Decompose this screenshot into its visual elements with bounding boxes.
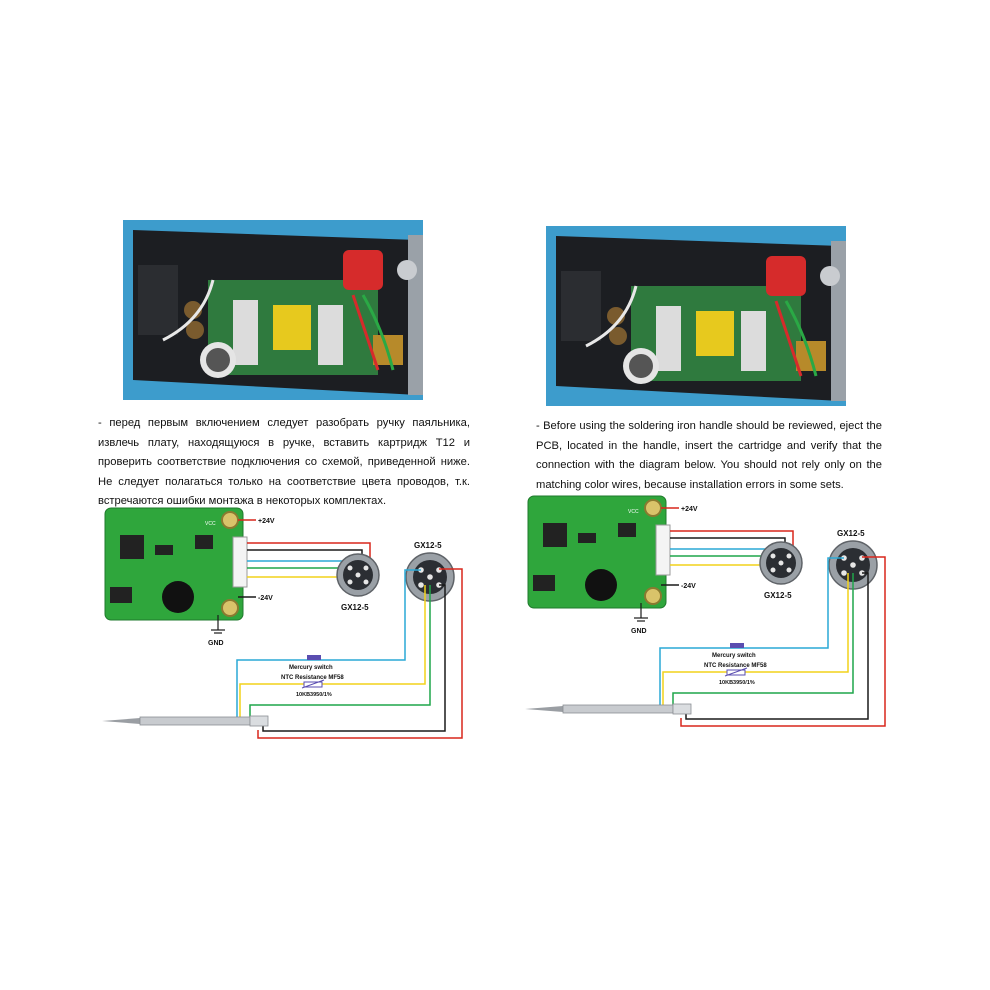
label-mercury-switch: Mercury switch bbox=[712, 653, 756, 659]
label-gnd: GND bbox=[631, 628, 647, 635]
mercury-switch: Mercury switch bbox=[289, 655, 333, 671]
label-connector-small: GX12-5 bbox=[341, 603, 369, 612]
svg-text:VCC: VCC bbox=[628, 509, 639, 515]
label-connector-large: GX12-5 bbox=[837, 529, 865, 538]
label-plus24v: +24V bbox=[258, 518, 275, 525]
station-interior-illustration bbox=[546, 226, 846, 406]
ntc-resistor: NTC Resistance MF58 10KB3950/1% bbox=[281, 675, 344, 698]
wiring-diagram-right: VCC +24V -24V GND GX12-5 bbox=[523, 493, 903, 738]
label-minus24v: -24V bbox=[258, 595, 273, 602]
label-connector-large: GX12-5 bbox=[414, 541, 442, 550]
svg-text:VCC: VCC bbox=[205, 521, 216, 527]
pcb-board: VCC bbox=[104, 507, 248, 621]
wiring-diagram: VCC +24V -24V GND GX12-5 bbox=[525, 495, 886, 727]
label-ntc-value: 10KB3950/1% bbox=[296, 692, 332, 698]
label-minus24v: -24V bbox=[681, 583, 696, 590]
label-mercury-switch: Mercury switch bbox=[289, 665, 333, 671]
label-plus24v: +24V bbox=[681, 506, 698, 513]
wiring-diagram: VCC +24V -24V GND bbox=[102, 507, 463, 739]
photo-station-interior bbox=[123, 220, 423, 400]
label-connector-small: GX12-5 bbox=[764, 591, 792, 600]
panel-russian: - перед первым включением следует разобр… bbox=[98, 220, 480, 750]
pcb-board: VCC bbox=[527, 495, 671, 609]
connector-small: GX12-5 bbox=[336, 553, 380, 612]
instruction-text-en: - Before using the soldering iron handle… bbox=[536, 420, 882, 491]
buzzer-icon bbox=[162, 581, 194, 613]
pcb-connector bbox=[232, 536, 248, 588]
connector-large: GX12-5 bbox=[405, 541, 455, 602]
ntc-resistor: NTC Resistance MF58 10KB3950/1% bbox=[704, 663, 767, 686]
t12-cartridge bbox=[102, 715, 269, 727]
label-ntc-value: 10KB3950/1% bbox=[719, 680, 755, 686]
label-gnd: GND bbox=[208, 640, 224, 647]
instruction-text-ru: - перед первым включением следует разобр… bbox=[98, 417, 470, 507]
pcb-connector bbox=[655, 524, 671, 576]
t12-cartridge bbox=[525, 703, 692, 715]
photo-station-interior bbox=[546, 226, 846, 406]
label-ntc-title: NTC Resistance MF58 bbox=[281, 675, 344, 681]
label-ntc-title: NTC Resistance MF58 bbox=[704, 663, 767, 669]
panel-english: - Before using the soldering iron handle… bbox=[495, 0, 990, 990]
wiring-diagram-left: VCC +24V -24V GND bbox=[100, 505, 480, 750]
connector-large: GX12-5 bbox=[828, 529, 878, 590]
connector-small: GX12-5 bbox=[759, 541, 803, 600]
buzzer-icon bbox=[585, 569, 617, 601]
station-interior-illustration bbox=[123, 220, 423, 400]
mercury-switch: Mercury switch bbox=[712, 643, 756, 659]
